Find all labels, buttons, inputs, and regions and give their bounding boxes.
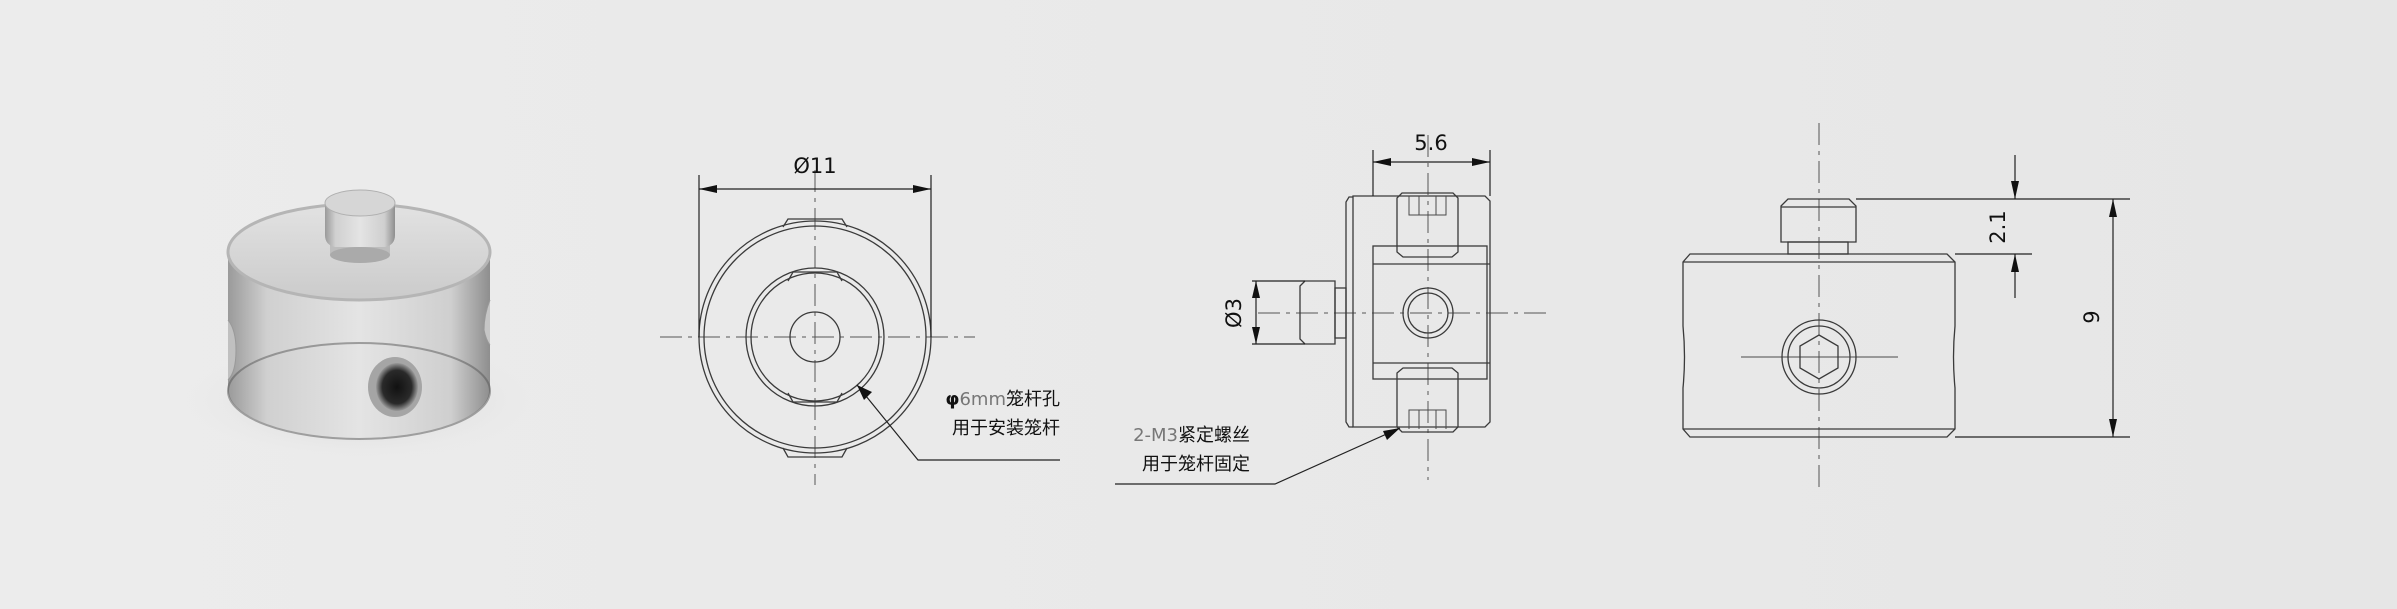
set-screw-note-line2: 用于笼杆固定 [1142,454,1250,475]
render-pin-top [324,189,396,217]
pin-diameter-dimension-label: Ø3 [1222,298,1246,328]
cage-rod-hole-note: φ6mm笼杆孔 [945,389,1060,410]
diameter-dimension-label: Ø11 [793,154,836,178]
side-view: Ø3 5.6 2-M3紧定螺丝 用于笼杆固定 [1115,131,1550,485]
pin-height-dimension-label: 2.1 [1986,210,2010,243]
width-dimension-label: 5.6 [1414,131,1447,155]
cage-rod-hole-note-line2: 用于安装笼杆 [952,418,1060,439]
top-view: 9 2.1 [1682,123,2130,488]
render-side-screw [227,319,237,381]
product-render [185,189,535,460]
front-view: Ø11 φ6mm笼杆孔 用于安装笼杆 [660,154,1060,485]
set-screw-note: 2-M3紧定螺丝 [1133,425,1250,446]
height-dimension-label: 9 [2080,310,2104,323]
